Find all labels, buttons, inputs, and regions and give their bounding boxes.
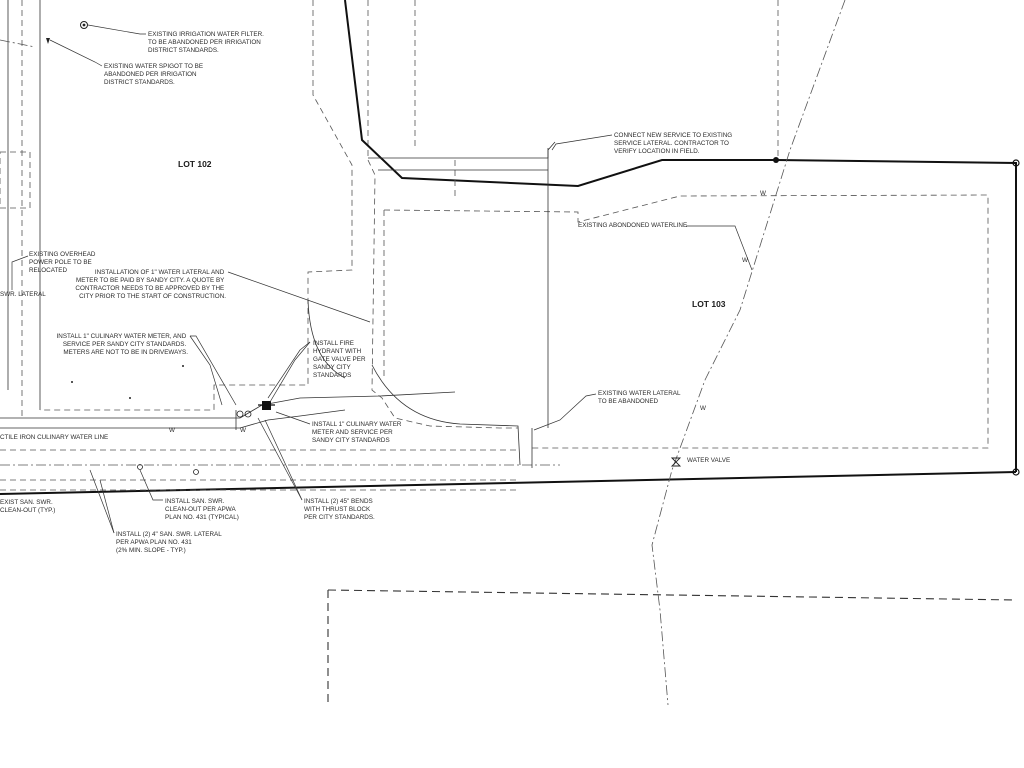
note-culinary-meter: INSTALL 1" CULINARY WATER METER, AND SER… [57, 333, 189, 356]
note-bends: INSTALL (2) 45" BENDS WITH THRUST BLOCK … [304, 498, 375, 521]
abandoned-waterline-label: EXISTING ABONDONED WATERLINE [578, 222, 687, 229]
note-water-lateral-install: INSTALLATION OF 1" WATER LATERAL AND MET… [75, 269, 226, 300]
lot-102-boundary [40, 0, 518, 429]
symbols: W W [46, 21, 682, 475]
water-meter-icon [236, 410, 252, 418]
note-water-lateral-abandon: EXISTING WATER LATERAL TO BE ABANDONED [598, 390, 682, 405]
monument-marker [1012, 159, 1020, 167]
note-exist-cleanout: EXIST SAN. SWR. CLEAN-OUT (TYP.) [0, 499, 55, 514]
w-marker: W [742, 257, 748, 264]
fire-hydrant-icon [258, 401, 275, 410]
water-spigot-icon [46, 38, 50, 44]
monument-marker [773, 157, 779, 163]
note-sewer-cleanout: INSTALL SAN. SWR. CLEAN-OUT PER APWA PLA… [165, 498, 239, 521]
water-valve-icon [670, 457, 682, 467]
note-water-spigot: EXISTING WATER SPIGOT TO BE ABANDONED PE… [104, 63, 205, 86]
lot-103-label: LOT 103 [692, 299, 726, 309]
left-lot-lines [0, 0, 41, 420]
street-water-lines [0, 391, 560, 491]
leaders [11, 24, 753, 534]
w-marker: W [240, 427, 246, 434]
ductile-water-line-label: CTILE IRON CULINARY WATER LINE [0, 434, 108, 441]
note-connect-service: CONNECT NEW SERVICE TO EXISTING SERVICE … [614, 132, 734, 155]
abandoned-waterline: W W W [651, 0, 846, 706]
cleanout-icon [193, 469, 199, 475]
irrigation-filter-icon [80, 21, 88, 29]
lot-103-boundary [368, 0, 989, 449]
monument-marker [1012, 468, 1020, 476]
w-marker: W [169, 427, 175, 434]
note-fire-hydrant: INSTALL FIRE HYDRANT WITH GATE VALVE PER… [313, 340, 367, 379]
driveway-curb [307, 299, 521, 466]
note-overhead-pole: EXISTING OVERHEAD POWER POLE TO BE RELOC… [29, 251, 97, 274]
cleanout-icon [137, 464, 143, 470]
swr-lateral-label: SWR. LATERAL [0, 291, 46, 298]
lot-102-label: LOT 102 [178, 159, 212, 169]
water-valve-label: WATER VALVE [687, 457, 730, 464]
w-marker: W [760, 190, 766, 197]
note-culinary-meter-service: INSTALL 1" CULINARY WATER METER AND SERV… [312, 421, 403, 444]
property-boundary [0, 0, 1020, 495]
note-irrigation-filter: EXISTING IRRIGATION WATER FILTER. TO BE … [148, 31, 266, 54]
w-marker: W [700, 405, 706, 412]
lower-lot-boundary [327, 589, 1017, 705]
note-sewer-lateral: INSTALL (2) 4" SAN. SWR. LATERAL PER APW… [116, 531, 223, 554]
